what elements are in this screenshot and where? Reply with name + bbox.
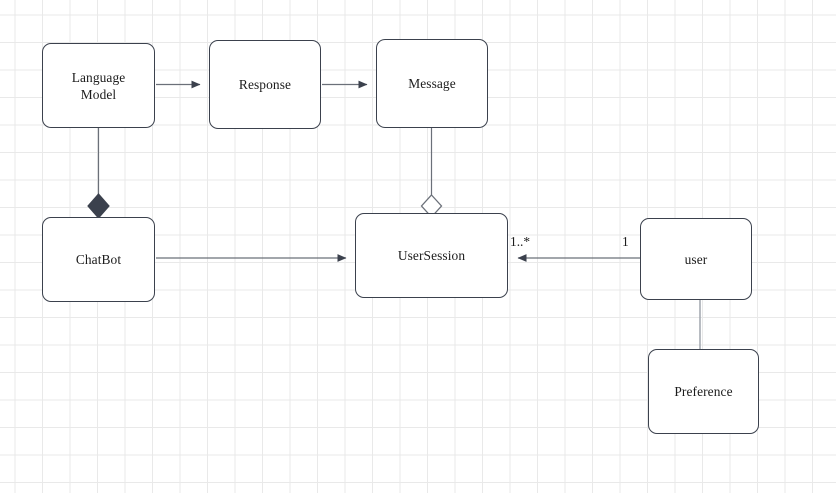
node-label: Language Model xyxy=(71,69,126,102)
edge-language-model-to-chatbot xyxy=(87,128,110,219)
node-label: ChatBot xyxy=(75,252,122,267)
node-response[interactable]: Response xyxy=(209,40,321,129)
node-language-model[interactable]: Language Model xyxy=(42,43,155,128)
node-label: Response xyxy=(238,77,292,92)
node-label: UserSession xyxy=(397,248,466,263)
composition-filled-diamond-icon xyxy=(87,193,110,219)
node-label: Preference xyxy=(674,384,733,399)
node-preference[interactable]: Preference xyxy=(648,349,759,434)
node-message[interactable]: Message xyxy=(376,39,488,128)
node-label: Message xyxy=(408,76,456,91)
multiplicity-label-user-side: 1 xyxy=(622,234,629,249)
node-usersession[interactable]: UserSession xyxy=(355,213,508,298)
edge-message-to-usersession xyxy=(420,128,443,218)
node-user[interactable]: user xyxy=(640,218,752,300)
node-label: user xyxy=(684,251,708,267)
node-chatbot[interactable]: ChatBot xyxy=(42,217,155,302)
multiplicity-label-usersession-side: 1..* xyxy=(510,234,531,249)
